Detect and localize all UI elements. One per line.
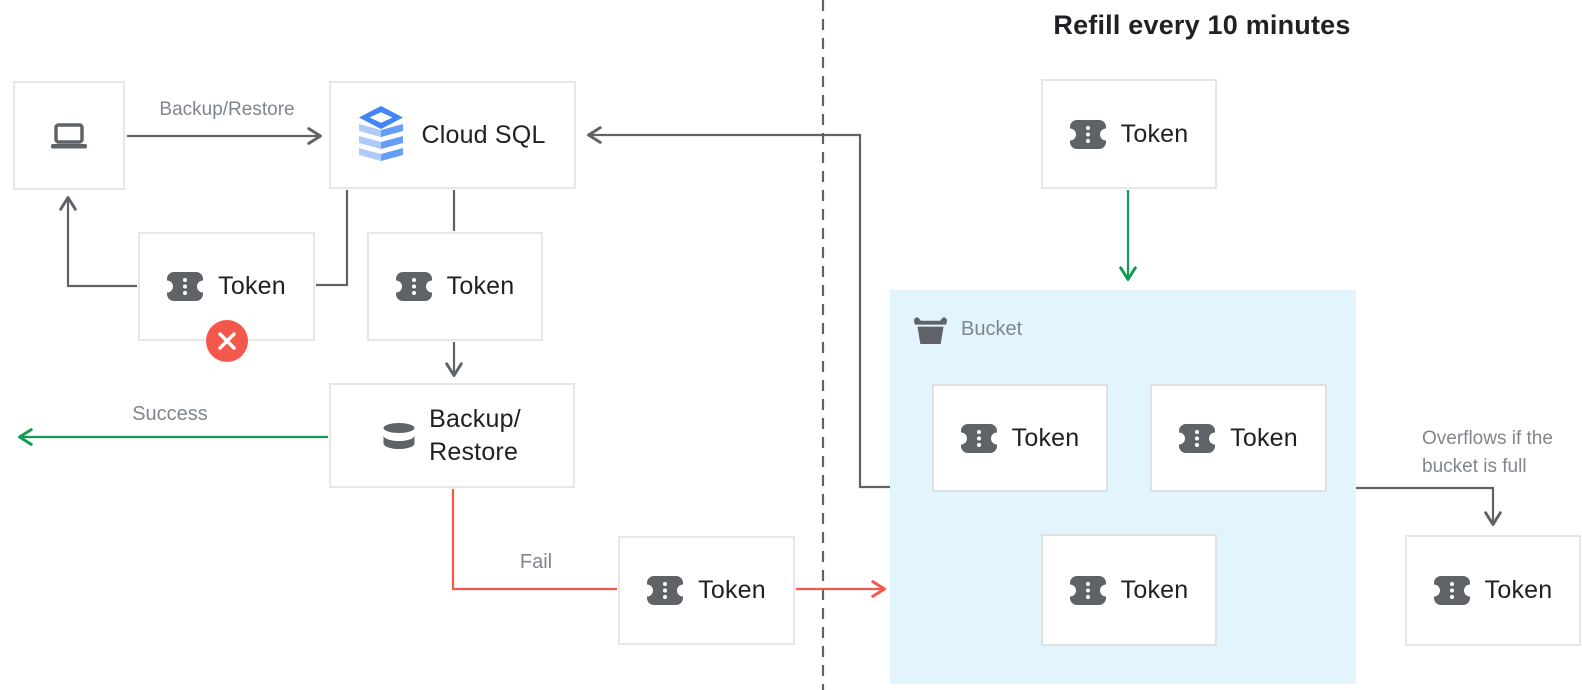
token-ticket-icon <box>1069 119 1106 149</box>
backup-restore-node: Backup/Restore <box>329 383 575 488</box>
edge-label-backup-restore: Backup/Restore <box>159 99 295 120</box>
edge-label-fail: Fail <box>519 551 553 573</box>
token-ticket-icon <box>1433 576 1470 605</box>
token-ticket-icon <box>960 423 997 453</box>
edge-bucket-to-cloudsql <box>587 126 890 489</box>
token-label: Token <box>1484 576 1553 604</box>
edge-overflow <box>1356 486 1502 526</box>
token-ticket-icon <box>1179 423 1216 453</box>
token-node-overflow: Token <box>1405 535 1581 646</box>
cloud-sql-label: Cloud SQL <box>421 120 546 149</box>
bucket-icon <box>912 314 949 344</box>
edge-label-success: Success <box>132 403 208 425</box>
cloud-sql-node: Cloud SQL <box>329 81 576 189</box>
token-node-bucket-1: Token <box>932 384 1108 492</box>
token-node-bucket-2: Token <box>1150 384 1327 492</box>
x-circle-icon <box>206 320 248 362</box>
edge-label-overflow: Overflows if the bucket is full <box>1422 428 1553 477</box>
edge-failed-token-to-client <box>59 196 137 288</box>
backup-restore-label: Backup/Restore <box>429 403 521 468</box>
backup-label-line1: Backup/ <box>429 405 521 433</box>
token-label: Token <box>1120 575 1189 604</box>
backup-label-line2: Restore <box>429 437 519 466</box>
client-node <box>13 81 125 190</box>
token-node-consumed: Token <box>367 232 543 341</box>
diagram-title: Refill every 10 minutes <box>1053 10 1351 40</box>
edge-failed-token-to-cloudsql <box>316 190 349 287</box>
token-node-refill: Token <box>1041 79 1217 189</box>
laptop-icon <box>50 122 88 150</box>
token-label: Token <box>1011 423 1080 452</box>
bucket-header: Bucket <box>912 314 1022 344</box>
database-icon <box>383 422 415 449</box>
token-label: Token <box>1230 423 1298 452</box>
token-ticket-icon <box>395 272 432 301</box>
token-label: Token <box>698 576 766 604</box>
edge-fail <box>451 489 617 591</box>
token-ticket-icon <box>647 576 684 605</box>
token-label: Token <box>1120 119 1189 148</box>
token-label: Token <box>218 272 286 300</box>
token-node-bucket-3: Token <box>1041 534 1217 646</box>
token-label: Token <box>446 272 515 300</box>
token-ticket-icon <box>1069 575 1106 605</box>
token-ticket-icon <box>167 272 204 301</box>
cloud-sql-stack-icon <box>359 106 404 164</box>
token-node-fail-return: Token <box>618 536 795 645</box>
bucket-label: Bucket <box>961 317 1023 340</box>
